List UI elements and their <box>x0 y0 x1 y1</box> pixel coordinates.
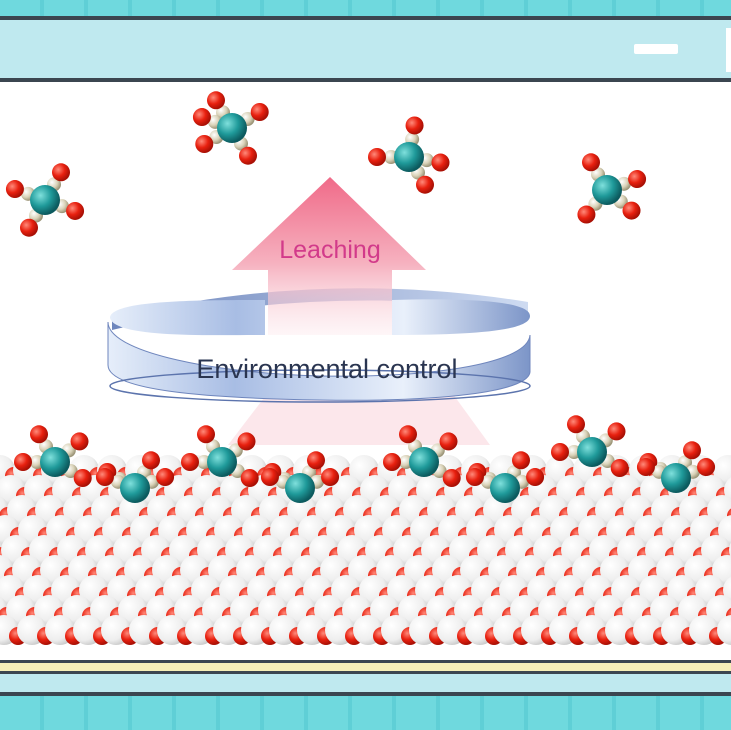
bottom-decorative-strip <box>0 696 731 730</box>
oxygen-atom <box>431 153 450 172</box>
oxygen-atom <box>66 201 85 220</box>
oxygen-atom <box>181 453 199 471</box>
oxygen-atom <box>95 468 114 487</box>
minimize-indicator <box>634 44 678 54</box>
oxygen-atom <box>465 468 484 487</box>
oxygen-atom <box>697 458 716 477</box>
oxygen-atom <box>73 469 92 487</box>
oxygen-atom <box>20 218 38 237</box>
oxygen-atom <box>551 443 569 461</box>
metal-atom <box>40 447 70 477</box>
oxygen-atom <box>610 459 629 477</box>
metal-atom <box>592 175 622 205</box>
oxygen-atom <box>636 458 655 477</box>
control-ring-front <box>110 299 530 336</box>
oxygen-atom <box>405 116 424 135</box>
oxygen-atom <box>622 201 641 220</box>
complex-molecules <box>5 91 716 503</box>
oxygen-atom <box>399 425 417 444</box>
oxygen-atom <box>416 175 434 194</box>
leaching-label: Leaching <box>279 236 380 264</box>
control-ring-band <box>107 321 531 401</box>
top-divider-line <box>0 16 731 20</box>
metal-atom <box>490 473 520 503</box>
oxygen-atom <box>52 163 70 182</box>
footer-yellow-band <box>0 660 731 674</box>
metal-atom <box>217 113 247 143</box>
metal-atom <box>577 437 607 467</box>
oxygen-atom <box>156 468 175 487</box>
oxygen-atom <box>197 425 215 444</box>
oxygen-atom <box>5 180 24 199</box>
leaching-illustration: Leaching Environmental control <box>0 91 731 645</box>
oxygen-atom <box>321 468 340 487</box>
oxygen-atom <box>307 451 325 470</box>
control-ring-back <box>112 288 528 330</box>
metal-atom <box>207 447 237 477</box>
control-ring-edge <box>109 369 531 403</box>
oxygen-atom <box>240 469 259 487</box>
environmental-control-label: Environmental control <box>196 354 457 384</box>
oxygen-atom <box>628 170 647 189</box>
oxygen-atom <box>260 468 279 487</box>
oxygen-atom <box>195 135 214 153</box>
oxygen-atom <box>442 469 461 487</box>
metal-atom <box>120 473 150 503</box>
oxygen-atom <box>607 422 626 441</box>
oxygen-atom <box>70 432 89 451</box>
header-edge-highlight <box>726 28 731 72</box>
oxygen-atom <box>239 146 257 165</box>
metal-atom <box>661 463 691 493</box>
oxygen-atom <box>207 91 225 110</box>
oxygen-atom <box>683 441 701 460</box>
oxygen-atom <box>512 451 530 470</box>
leaching-glow <box>228 390 490 445</box>
oxygen-atom <box>14 453 32 471</box>
oxygen-atom <box>439 432 458 451</box>
metal-atom <box>30 185 60 215</box>
oxygen-atom <box>250 103 269 121</box>
oxygen-atom <box>582 153 600 172</box>
oxygen-atom <box>383 453 401 471</box>
leaching-arrow <box>232 177 426 335</box>
footer-blue-band <box>0 674 731 696</box>
oxygen-atom <box>567 415 585 434</box>
metal-atom <box>285 473 315 503</box>
hydrogen-atom <box>717 615 731 645</box>
oxygen-atom <box>30 425 48 444</box>
oxygen-atom <box>368 148 386 166</box>
illustration-panel: Leaching Environmental control <box>0 82 731 660</box>
oxygen-atom <box>577 205 596 224</box>
oxygen-atom <box>526 468 545 487</box>
metal-atom <box>394 142 424 172</box>
metal-atom <box>409 447 439 477</box>
oxygen-atom <box>237 432 256 451</box>
oxygen-atom <box>142 451 160 470</box>
header-bar <box>0 20 731 82</box>
oxygen-atom <box>192 108 211 127</box>
top-decorative-strip <box>0 0 731 16</box>
